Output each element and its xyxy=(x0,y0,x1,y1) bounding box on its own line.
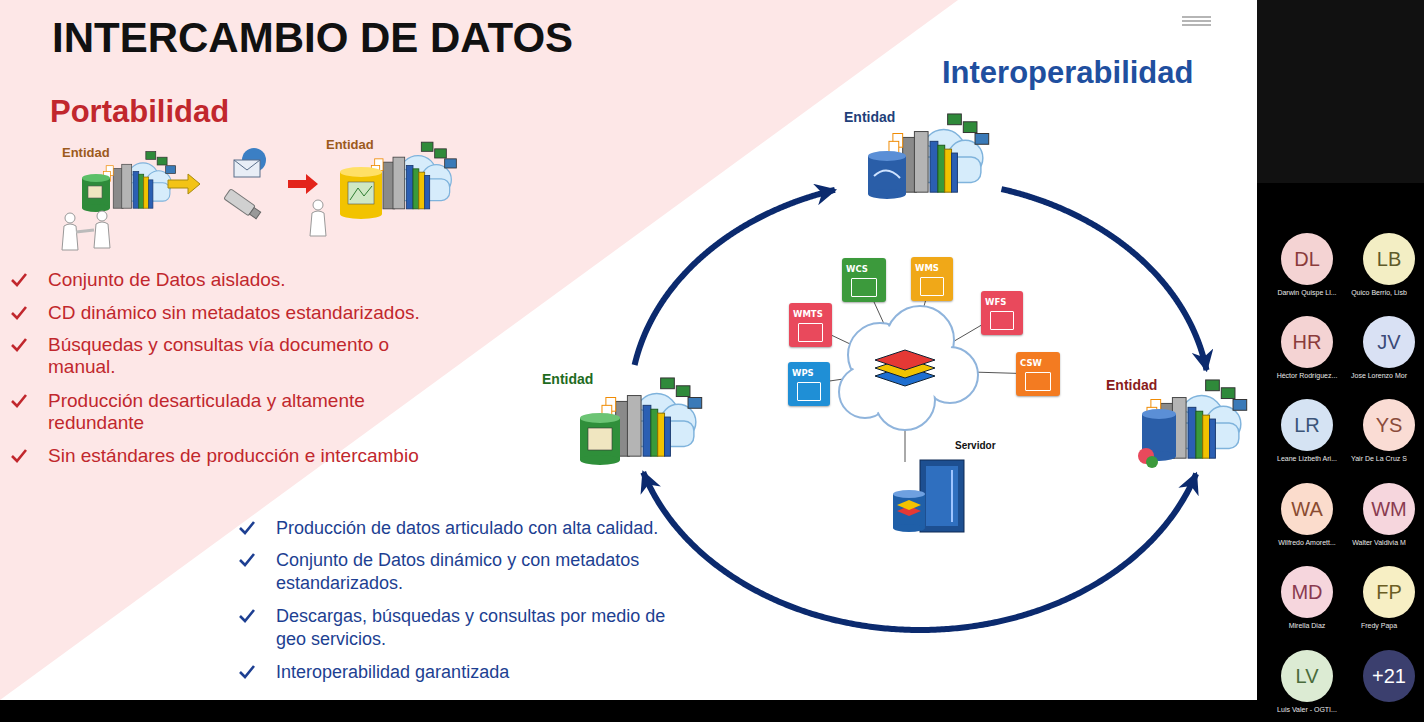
participants-panel xyxy=(1257,0,1424,722)
participant-avatar: JVJose Lorenzo Mor xyxy=(1348,316,1424,379)
geo-service-icon: WPS xyxy=(788,362,830,406)
service-links xyxy=(809,279,1038,462)
participant-name: Quico Berrio, Lisb xyxy=(1338,289,1420,296)
participant-name: Leane Lizbeth Ari... xyxy=(1266,455,1348,462)
section-heading: Interoperabilidad xyxy=(942,55,1193,91)
check-marks xyxy=(12,274,26,461)
participant-avatar: YSYair De La Cruz S xyxy=(1348,399,1424,462)
pink-band xyxy=(0,0,958,700)
avatar-initials: +21 xyxy=(1372,665,1406,688)
participant-name: Jose Lorenzo Mor xyxy=(1338,372,1420,379)
list-item: Sin estándares de producción e intercamb… xyxy=(48,445,419,467)
participant-avatar: +21 xyxy=(1348,650,1424,702)
participant-name: Walter Valdivia M xyxy=(1338,539,1420,546)
list-item: Conjunto de Datos dinámico y con metadat… xyxy=(276,549,696,595)
entity-node: Entidad xyxy=(1100,374,1252,470)
participant-avatar: MD Mirella Diaz xyxy=(1266,566,1348,629)
service-name: WMTS xyxy=(789,306,826,319)
avatar-initials: WM xyxy=(1371,498,1407,521)
participant-avatar: HR Héctor Rodríguez... xyxy=(1266,316,1348,379)
avatar-circle: +21 xyxy=(1363,650,1415,702)
entity-node: Entidad xyxy=(536,368,706,468)
participant-avatar: WA Wilfredo Amorett... xyxy=(1266,483,1348,546)
participant-avatar: FPFredy Papa xyxy=(1348,566,1424,629)
avatar-initials: JV xyxy=(1377,331,1400,354)
geo-service-icon: CSW xyxy=(1016,352,1060,396)
avatar-circle: LV xyxy=(1281,650,1333,702)
slide-title: INTERCAMBIO DE DATOS xyxy=(52,14,573,62)
avatar-circle: JV xyxy=(1363,316,1415,368)
avatar-initials: MD xyxy=(1291,581,1322,604)
avatar-initials: LB xyxy=(1377,248,1401,271)
avatar-initials: HR xyxy=(1293,331,1322,354)
geo-service-icon: WMS xyxy=(911,257,953,301)
video-panel xyxy=(1257,0,1424,183)
server-label: Servidor xyxy=(955,440,996,452)
avatar-initials: LR xyxy=(1294,414,1320,437)
avatar-circle: WM xyxy=(1363,483,1415,535)
service-name: WCS xyxy=(842,261,871,274)
cloud xyxy=(839,306,978,430)
participant-avatar: LBQuico Berrio, Lisb xyxy=(1348,233,1424,296)
avatar-circle: MD xyxy=(1281,566,1333,618)
check-marks xyxy=(240,522,254,677)
participant-name: Fredy Papa xyxy=(1338,622,1420,629)
avatar-initials: FP xyxy=(1376,581,1402,604)
entity-label: Entidad xyxy=(326,138,374,153)
entity-label: Entidad xyxy=(536,368,599,390)
list-item: Interoperabilidad garantizada xyxy=(276,661,509,684)
menu-icon xyxy=(1182,17,1211,25)
list-item: Producción desarticulada y altamente red… xyxy=(48,390,408,434)
geo-service-icon: WCS xyxy=(842,258,886,302)
participant-name: Yair De La Cruz S xyxy=(1338,455,1420,462)
list-item: Búsquedas y consultas vía documento o ma… xyxy=(48,334,408,378)
list-item: Producción de datos articulado con alta … xyxy=(273,517,661,540)
service-name: WMS xyxy=(911,260,942,273)
ring-arrow xyxy=(1001,189,1206,370)
participant-avatar: LR Leane Lizbeth Ari... xyxy=(1266,399,1348,462)
avatar-circle: LB xyxy=(1363,233,1415,285)
avatar-circle: WA xyxy=(1281,483,1333,535)
service-name: WPS xyxy=(788,365,817,378)
participant-name: Luis Valer - OGTI... xyxy=(1266,706,1348,713)
participant-avatar: WMWalter Valdivia M xyxy=(1348,483,1424,546)
service-name: CSW xyxy=(1016,355,1045,368)
avatar-circle: YS xyxy=(1363,399,1415,451)
participant-name: Mirella Diaz xyxy=(1266,622,1348,629)
avatar-initials: YS xyxy=(1376,414,1403,437)
slide-ground xyxy=(0,0,1257,700)
participant-avatar: LV Luis Valer - OGTI... xyxy=(1266,650,1348,713)
bottom-bar xyxy=(0,700,1424,722)
participant-name: Wilfredo Amorett... xyxy=(1266,539,1348,546)
service-name: WFS xyxy=(981,294,1009,307)
list-item: CD dinámico sin metadatos estandarizados… xyxy=(48,302,420,324)
ring-arrow xyxy=(643,472,1196,630)
avatar-initials: WA xyxy=(1291,498,1322,521)
avatar-circle: LR xyxy=(1281,399,1333,451)
avatar-initials: LV xyxy=(1296,665,1319,688)
list-item: Descargas, búsquedas y consultas por med… xyxy=(276,605,696,651)
avatar-circle: FP xyxy=(1363,566,1415,618)
ring-arrow xyxy=(635,190,835,365)
participant-avatar: DL Darwin Quispe Ll... xyxy=(1266,233,1348,296)
participant-name: Darwin Quispe Ll... xyxy=(1266,289,1348,296)
avatar-circle: HR xyxy=(1281,316,1333,368)
entity-label: Entidad xyxy=(62,146,110,161)
geo-service-icon: WFS xyxy=(981,291,1023,335)
geo-service-icon: WMTS xyxy=(789,303,832,347)
section-heading: Portabilidad xyxy=(50,94,229,130)
entity-label: Entidad xyxy=(838,106,901,128)
participant-name: Héctor Rodríguez... xyxy=(1266,372,1348,379)
avatar-initials: DL xyxy=(1294,248,1320,271)
list-item: Conjunto de Datos aislados. xyxy=(48,269,286,291)
avatar-circle: DL xyxy=(1281,233,1333,285)
entity-node: Entidad xyxy=(838,106,998,202)
portability-illustration xyxy=(62,142,456,250)
entity-icons xyxy=(580,114,1247,468)
server-icon xyxy=(893,460,964,532)
entity-label: Entidad xyxy=(1100,374,1163,396)
